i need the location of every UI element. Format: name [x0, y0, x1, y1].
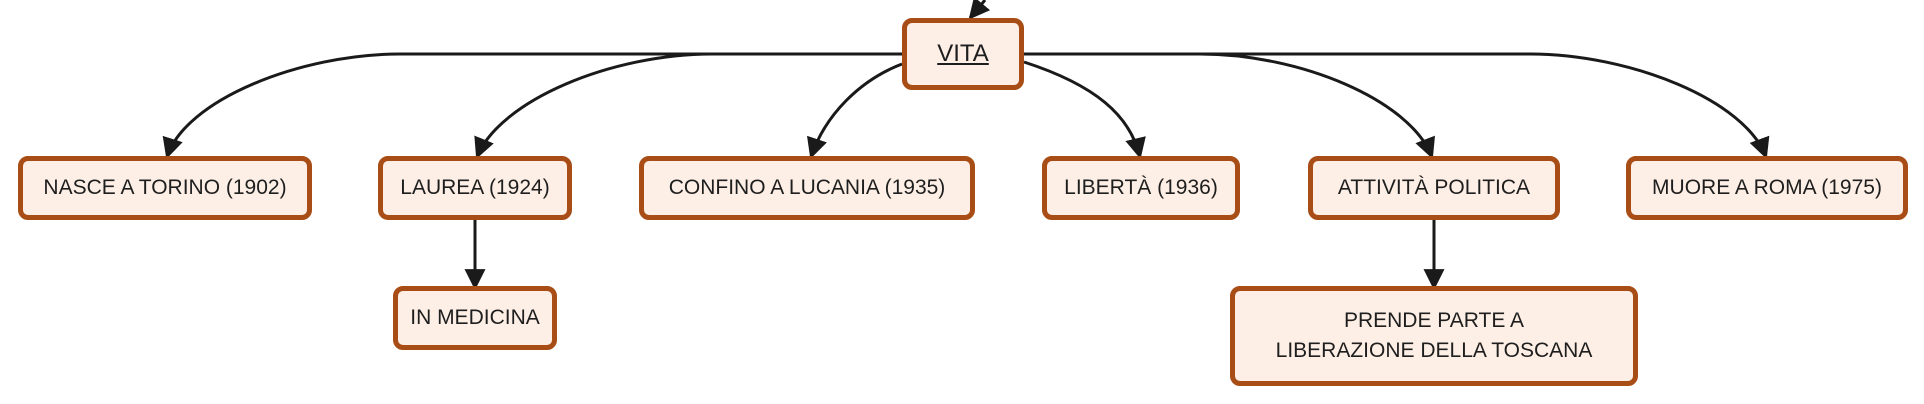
- node-liberta[interactable]: LIBERTÀ (1936): [1042, 156, 1240, 220]
- node-label: CONFINO A LUCANIA (1935): [668, 176, 946, 199]
- node-nasce-a-torino[interactable]: NASCE A TORINO (1902): [18, 156, 312, 220]
- node-confino-a-lucania[interactable]: CONFINO A LUCANIA (1935): [639, 156, 975, 220]
- node-laurea[interactable]: LAUREA (1924): [378, 156, 572, 220]
- node-label: MUORE A ROMA (1975): [1652, 176, 1882, 199]
- node-muore-a-roma[interactable]: MUORE A ROMA (1975): [1626, 156, 1908, 220]
- root-node-vita[interactable]: VITA: [902, 18, 1024, 90]
- connector-root-to-attivita: [1024, 52, 1435, 159]
- node-prende-parte-liberazione[interactable]: PRENDE PARTE A LIBERAZIONE DELLA TOSCANA: [1230, 286, 1638, 386]
- incoming-connector: [968, 0, 991, 20]
- connector-root-to-liberta: [1023, 60, 1146, 160]
- connector-root-to-laurea: [474, 52, 902, 159]
- connector-root-to-confino: [807, 62, 903, 159]
- node-label: LAUREA (1924): [400, 176, 550, 199]
- connector-root-to-muore: [1024, 52, 1770, 159]
- node-label: NASCE A TORINO (1902): [43, 176, 287, 199]
- node-label: PRENDE PARTE A LIBERAZIONE DELLA TOSCANA: [1275, 309, 1593, 362]
- connector-root-to-nasce: [162, 52, 902, 160]
- node-label: IN MEDICINA: [410, 306, 540, 329]
- node-in-medicina[interactable]: IN MEDICINA: [393, 286, 557, 350]
- root-node-label: VITA: [937, 40, 989, 67]
- node-label: ATTIVITÀ POLITICA: [1337, 176, 1531, 199]
- node-attivita-politica[interactable]: ATTIVITÀ POLITICA: [1308, 156, 1560, 220]
- node-label: LIBERTÀ (1936): [1064, 176, 1218, 199]
